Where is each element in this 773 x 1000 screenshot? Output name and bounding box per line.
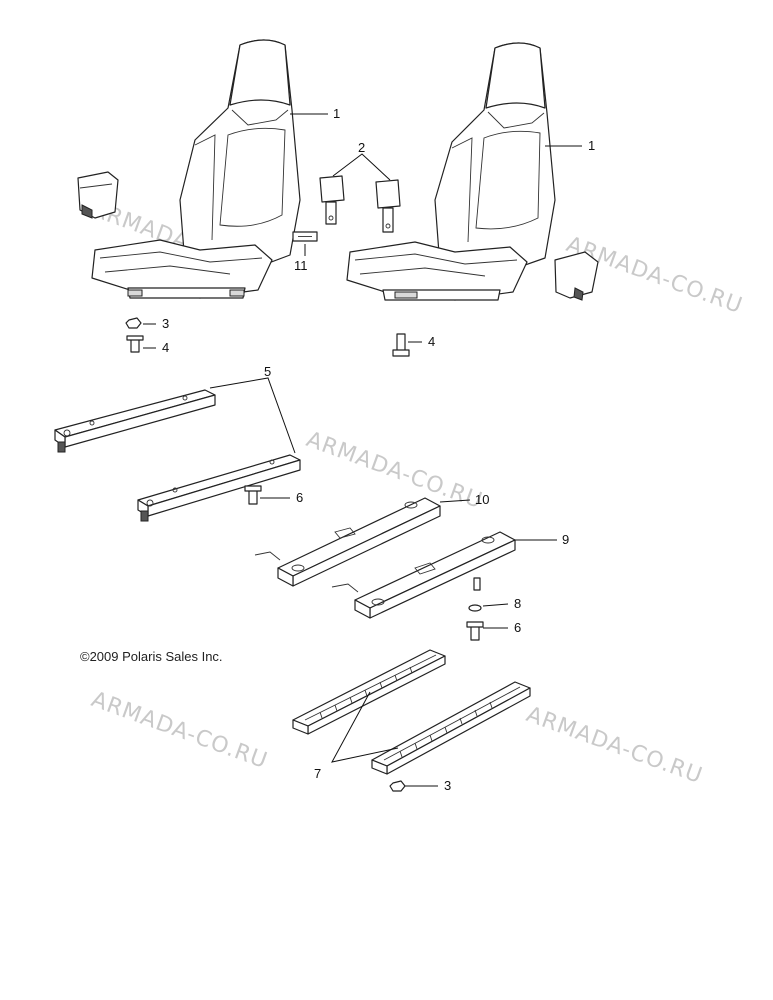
seat-belt-buckles <box>319 175 401 233</box>
callout-slider-track-upper: 10 <box>475 492 489 507</box>
callout-ratchet-rails: 7 <box>314 766 321 781</box>
seat-hardware <box>125 317 410 357</box>
seat-frame-rails <box>54 389 301 522</box>
callout-washer: 8 <box>514 596 521 611</box>
callout-bolt-left: 4 <box>162 340 169 355</box>
watermark-4: ARMADA-CO.RU <box>88 687 271 774</box>
copyright-text: ©2009 Polaris Sales Inc. <box>80 649 223 664</box>
callout-bolt-frame: 6 <box>296 490 303 505</box>
callout-bolt-slider: 6 <box>514 620 521 635</box>
callout-nut-upper: 3 <box>162 316 169 331</box>
callout-bolt-right: 4 <box>428 334 435 349</box>
ratchet-rails <box>292 649 531 792</box>
seat-right <box>346 42 599 301</box>
callout-seat-left: 1 <box>333 106 340 121</box>
callout-slider-track-lower: 9 <box>562 532 569 547</box>
leader-lines <box>143 113 582 787</box>
callout-label: 11 <box>294 258 308 273</box>
watermark-5: ARMADA-CO.RU <box>523 702 706 789</box>
callout-numbers: 1 1 2 11 3 4 4 5 6 10 9 8 6 7 3 <box>162 106 595 793</box>
callout-frame-rails: 5 <box>264 364 271 379</box>
callout-nut-lower: 3 <box>444 778 451 793</box>
seat-left <box>77 39 301 299</box>
callout-belt-buckles: 2 <box>358 140 365 155</box>
callout-seat-right: 1 <box>588 138 595 153</box>
seat-slider-tracks <box>254 497 516 641</box>
label-decal <box>292 231 318 242</box>
